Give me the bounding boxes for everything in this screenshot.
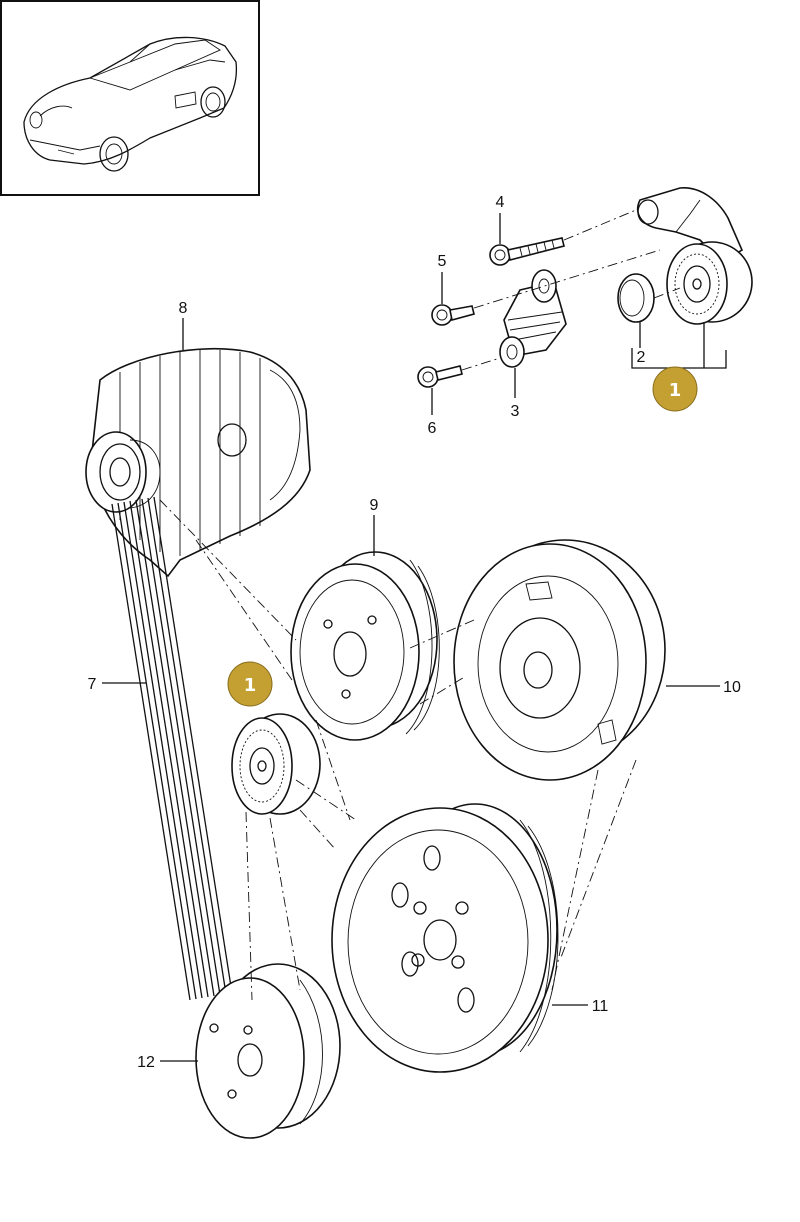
badge-top[interactable]: 1: [652, 366, 698, 412]
pulley-11: [331, 803, 559, 1073]
car-icon: [23, 36, 238, 172]
callout-6[interactable]: 6: [428, 420, 437, 437]
badge-middle[interactable]: 1: [227, 661, 273, 707]
vehicle-thumbnail: [0, 0, 260, 196]
callout-8[interactable]: 8: [179, 300, 188, 317]
leader-lines: [102, 213, 720, 1062]
callout-3[interactable]: 3: [511, 403, 520, 420]
pulley-12: [195, 963, 341, 1139]
callout-7[interactable]: 7: [88, 676, 97, 693]
callout-9[interactable]: 9: [370, 497, 379, 514]
pulley-9: [290, 551, 440, 741]
callout-5[interactable]: 5: [438, 253, 447, 270]
badge-top-label: 1: [669, 380, 682, 401]
belt-routing-lines: [159, 499, 637, 1001]
pulley-10: [453, 539, 666, 781]
alternator: [85, 347, 311, 578]
callout-11[interactable]: 11: [592, 998, 609, 1015]
callout-2[interactable]: 2: [637, 349, 646, 366]
poly-v-belt: [111, 496, 233, 1001]
callout-10[interactable]: 10: [723, 679, 741, 696]
badge-middle-label: 1: [244, 675, 257, 696]
idler-roller: [231, 713, 321, 815]
tensioner-assembly: [417, 187, 753, 388]
callout-labels: 4 5 2 3 6 8 9 7 10 11 12: [88, 194, 741, 1071]
callout-4[interactable]: 4: [496, 194, 505, 211]
callout-12[interactable]: 12: [137, 1054, 155, 1071]
